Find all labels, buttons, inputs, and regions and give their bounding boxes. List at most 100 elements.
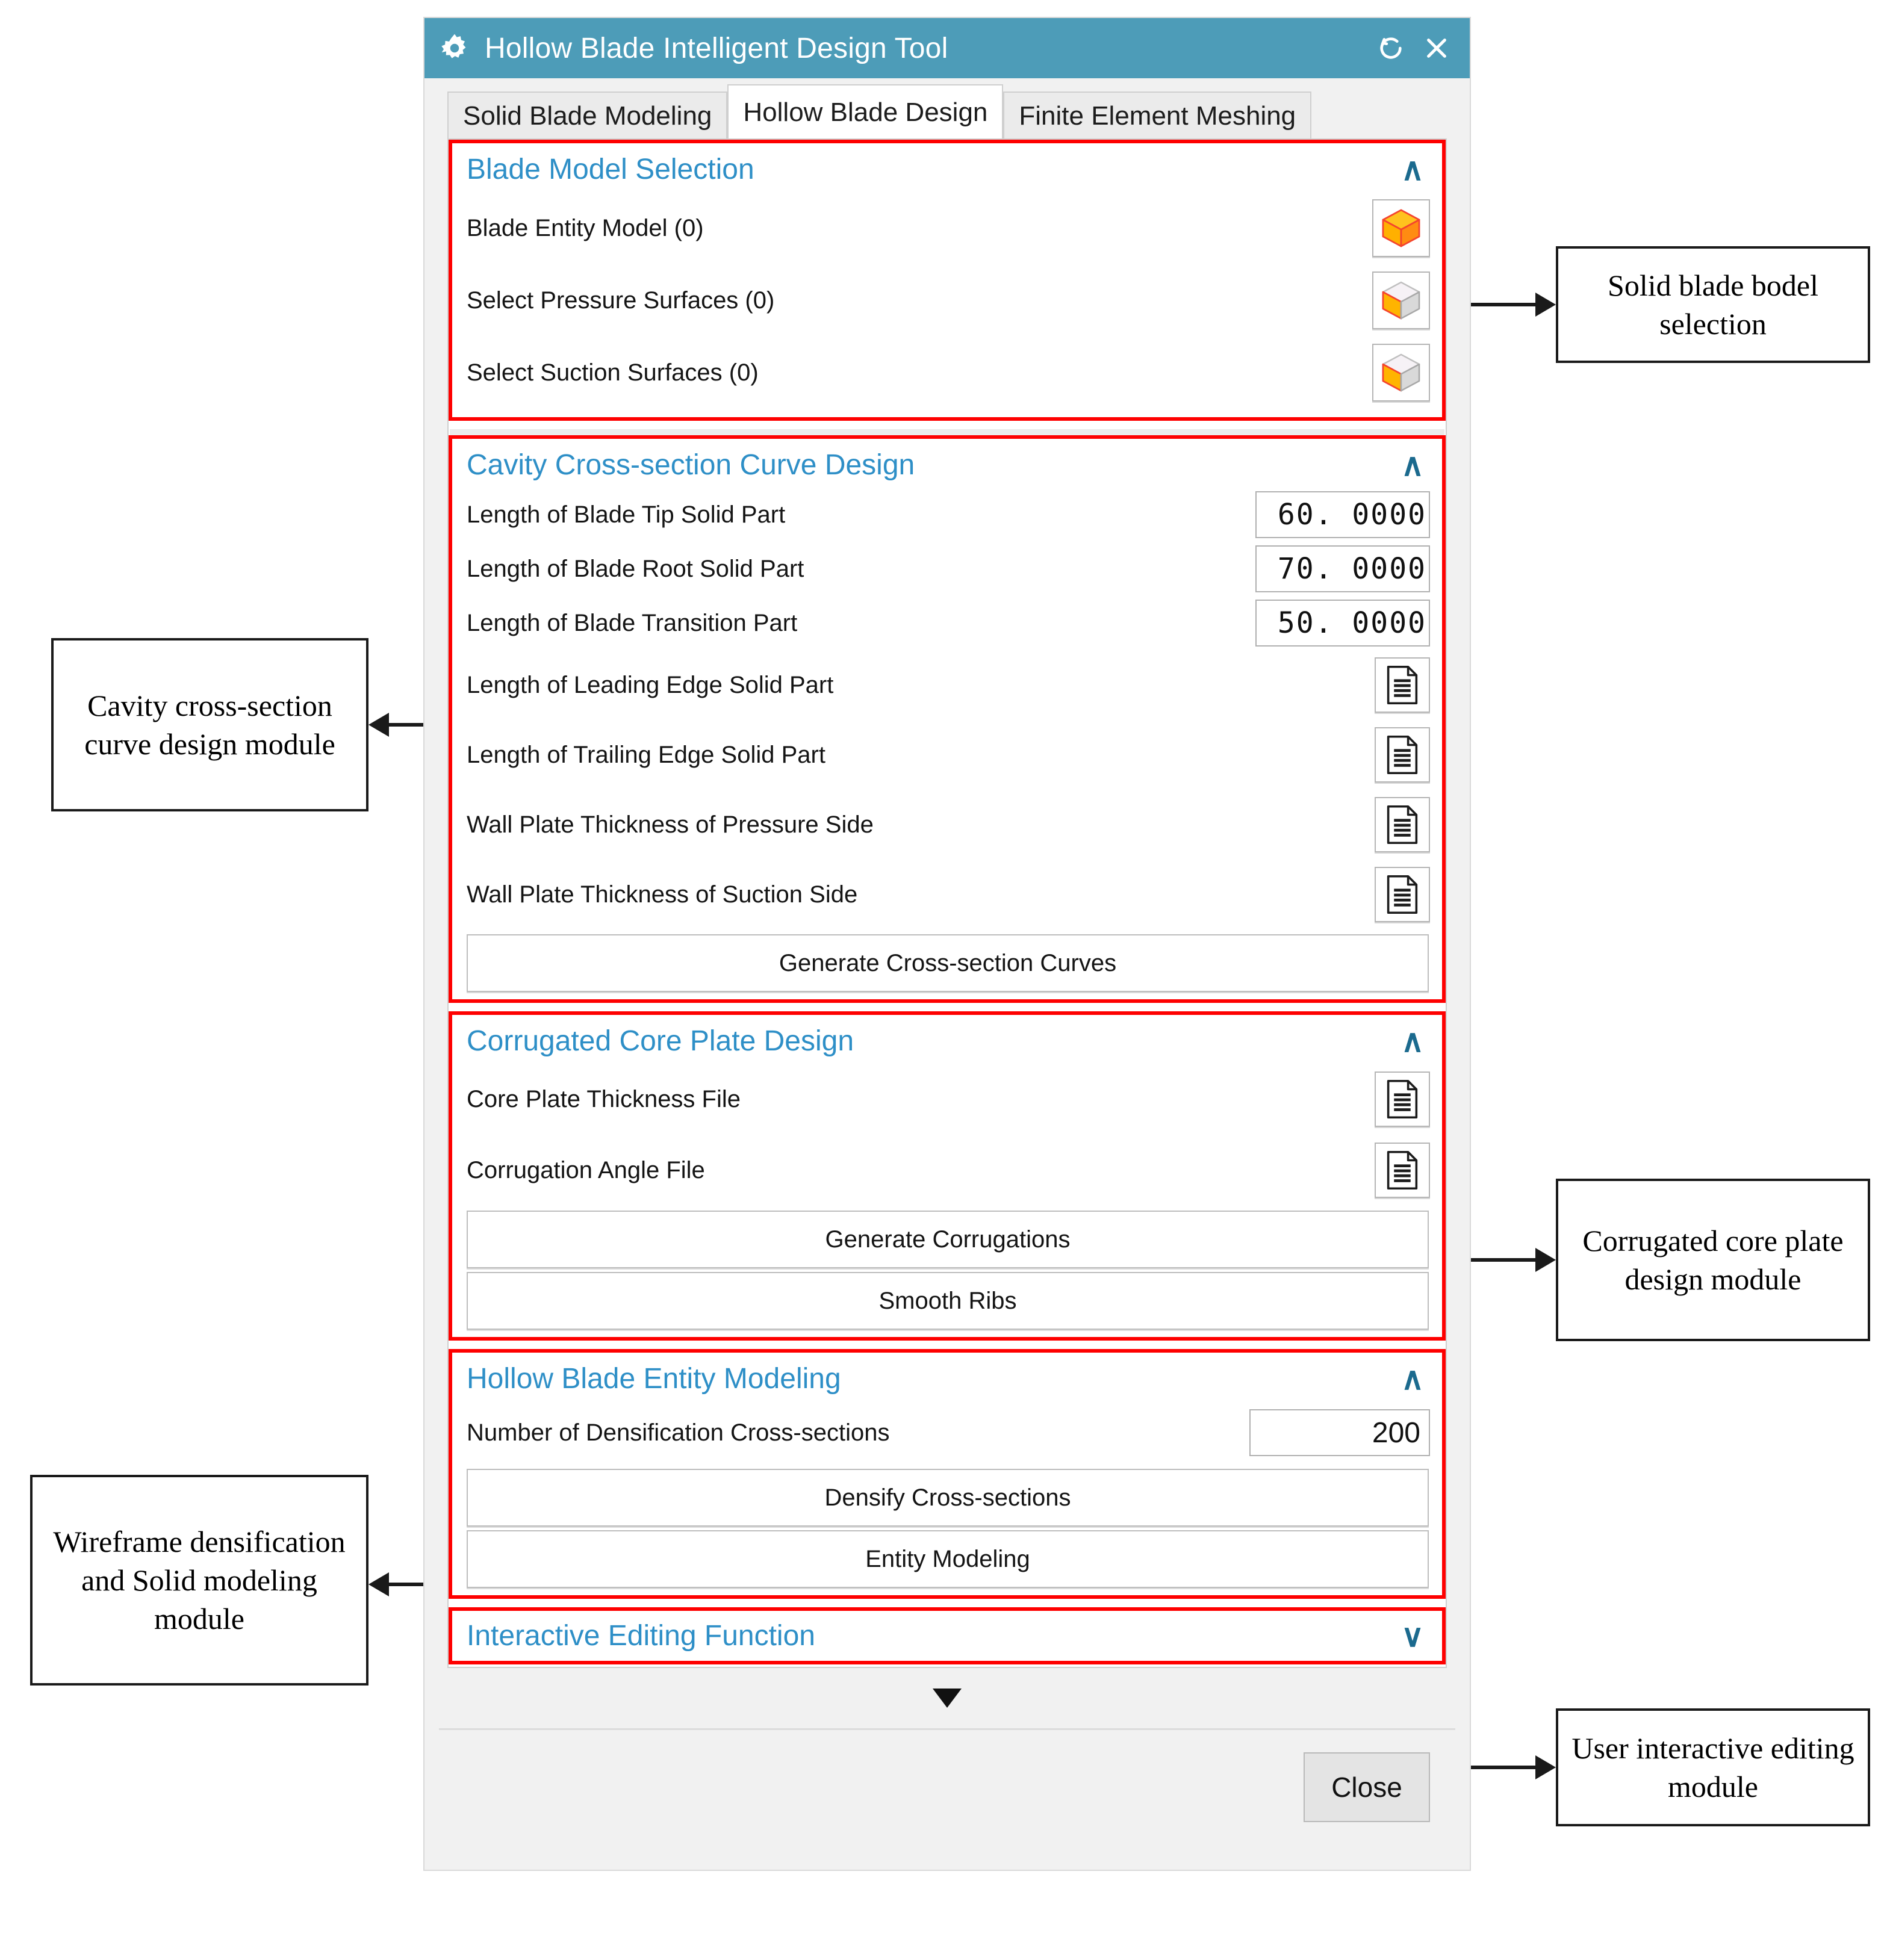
section-title: Corrugated Core Plate Design [467, 1025, 854, 1057]
select-pressure-surfaces-picker-button[interactable] [1372, 271, 1430, 329]
close-icon[interactable] [1423, 34, 1450, 62]
row-wall-plate-thickness-of-suction-side: Wall Plate Thickness of Suction Side [452, 860, 1442, 929]
densify-cross-sections-button[interactable]: Densify Cross-sections [467, 1469, 1429, 1527]
chevron-up-icon[interactable]: ∧ [1400, 447, 1424, 483]
row-label: Core Plate Thickness File [467, 1085, 741, 1112]
row-length-of-leading-edge-solid-part: Length of Leading Edge Solid Part [452, 650, 1442, 720]
blade-entity-model-picker-button[interactable] [1372, 199, 1430, 257]
window-controls [1377, 34, 1450, 62]
section-header[interactable]: Hollow Blade Entity Modeling ∧ [452, 1353, 1442, 1401]
section-title: Blade Model Selection [467, 154, 754, 185]
refresh-icon[interactable] [1377, 34, 1405, 62]
suction-side-thickness-file-button[interactable] [1375, 867, 1430, 922]
application-window: Hollow Blade Intelligent Design Tool Sol… [423, 17, 1471, 1871]
cube-solid-icon [1382, 209, 1420, 247]
annotation-text: Solid blade bodel selection [1608, 268, 1818, 341]
close-button[interactable]: Close [1304, 1752, 1430, 1822]
row-wall-plate-thickness-of-pressure-side: Wall Plate Thickness of Pressure Side [452, 790, 1442, 860]
file-icon [1387, 805, 1418, 845]
row-corrugation-angle-file: Corrugation Angle File [452, 1135, 1442, 1206]
row-label: Length of Trailing Edge Solid Part [467, 741, 825, 768]
file-icon [1387, 875, 1418, 914]
annotation-arrowhead-4 [368, 1572, 389, 1596]
smooth-ribs-button[interactable]: Smooth Ribs [467, 1272, 1429, 1330]
annotation-arrowhead-1 [1535, 293, 1556, 317]
expand-more-button[interactable] [424, 1668, 1470, 1728]
file-icon [1387, 1150, 1418, 1190]
section-header[interactable]: Cavity Cross-section Curve Design ∧ [452, 439, 1442, 488]
row-label: Length of Leading Edge Solid Part [467, 671, 834, 698]
section-header[interactable]: Blade Model Selection ∧ [452, 143, 1442, 192]
row-length-of-blade-tip-solid-part: Length of Blade Tip Solid Part 60. 0000 [452, 488, 1442, 542]
corrugation-angle-file-button[interactable] [1375, 1143, 1430, 1198]
leading-edge-file-button[interactable] [1375, 657, 1430, 713]
row-label: Wall Plate Thickness of Suction Side [467, 881, 858, 908]
row-length-of-trailing-edge-solid-part: Length of Trailing Edge Solid Part [452, 720, 1442, 790]
annotation-corrugated-core-plate-design-module: Corrugated core plate design module [1556, 1179, 1870, 1341]
entity-modeling-button[interactable]: Entity Modeling [467, 1530, 1429, 1588]
section-hollow-blade-entity-modeling: Hollow Blade Entity Modeling ∧ Number of… [449, 1349, 1446, 1599]
row-label: Wall Plate Thickness of Pressure Side [467, 811, 874, 838]
row-label: Blade Entity Model (0) [467, 214, 704, 241]
annotation-user-interactive-editing-module: User interactive editing module [1556, 1708, 1870, 1826]
chevron-up-icon[interactable]: ∧ [1400, 152, 1424, 187]
row-blade-entity-model: Blade Entity Model (0) [452, 192, 1442, 264]
tab-label: Hollow Blade Design [743, 98, 988, 127]
tab-finite-element-meshing[interactable]: Finite Element Meshing [1003, 91, 1312, 138]
row-label: Select Pressure Surfaces (0) [467, 287, 775, 314]
section-cavity-cross-section-curve-design: Cavity Cross-section Curve Design ∧ Leng… [449, 435, 1446, 1003]
section-title: Interactive Editing Function [467, 1620, 815, 1652]
chevron-up-icon[interactable]: ∧ [1400, 1361, 1424, 1397]
annotation-text: Corrugated core plate design module [1582, 1224, 1844, 1296]
trailing-edge-file-button[interactable] [1375, 727, 1430, 783]
row-label: Length of Blade Transition Part [467, 609, 798, 636]
section-title: Cavity Cross-section Curve Design [467, 449, 915, 481]
footer-divider [439, 1728, 1455, 1730]
chevron-up-icon[interactable]: ∧ [1400, 1023, 1424, 1059]
core-plate-thickness-file-button[interactable] [1375, 1071, 1430, 1127]
row-length-of-blade-root-solid-part: Length of Blade Root Solid Part 70. 0000 [452, 542, 1442, 596]
row-core-plate-thickness-file: Core Plate Thickness File [452, 1064, 1442, 1135]
footer-bar: Close [424, 1730, 1470, 1844]
pressure-side-thickness-file-button[interactable] [1375, 797, 1430, 852]
panel-body: Blade Model Selection ∧ Blade Entity Mod… [447, 138, 1447, 1668]
section-header[interactable]: Interactive Editing Function ∨ [452, 1611, 1442, 1661]
chevron-down-icon[interactable]: ∨ [1400, 1618, 1424, 1654]
select-suction-surfaces-picker-button[interactable] [1372, 344, 1430, 402]
row-label: Number of Densification Cross-sections [467, 1419, 890, 1446]
row-select-pressure-surfaces: Select Pressure Surfaces (0) [452, 264, 1442, 336]
length-blade-root-input[interactable]: 70. 0000 [1255, 545, 1430, 592]
densification-cross-sections-input[interactable]: 200 [1249, 1409, 1430, 1456]
section-corrugated-core-plate-design: Corrugated Core Plate Design ∧ Core Plat… [449, 1011, 1446, 1341]
section-blade-model-selection: Blade Model Selection ∧ Blade Entity Mod… [449, 140, 1446, 421]
tab-solid-blade-modeling[interactable]: Solid Blade Modeling [447, 91, 728, 138]
length-blade-transition-input[interactable]: 50. 0000 [1255, 600, 1430, 647]
annotation-cavity-cross-section-curve-design-module: Cavity cross-section curve design module [51, 638, 368, 811]
row-length-of-blade-transition-part: Length of Blade Transition Part 50. 0000 [452, 596, 1442, 650]
tab-label: Solid Blade Modeling [463, 101, 712, 131]
row-select-suction-surfaces: Select Suction Surfaces (0) [452, 336, 1442, 409]
section-header[interactable]: Corrugated Core Plate Design ∧ [452, 1015, 1442, 1064]
length-blade-tip-input[interactable]: 60. 0000 [1255, 491, 1430, 538]
row-label: Length of Blade Root Solid Part [467, 555, 804, 582]
annotation-solid-blade-model-selection: Solid blade bodel selection [1556, 246, 1870, 363]
annotation-text: User interactive editing module [1571, 1731, 1854, 1803]
annotation-arrowhead-3 [1535, 1248, 1556, 1272]
section-divider [450, 429, 1444, 435]
annotation-arrow-3 [1453, 1258, 1535, 1262]
row-label: Length of Blade Tip Solid Part [467, 501, 786, 528]
annotation-arrow-1 [1453, 303, 1535, 306]
tab-bar: Solid Blade Modeling Hollow Blade Design… [424, 78, 1470, 138]
generate-corrugations-button[interactable]: Generate Corrugations [467, 1211, 1429, 1268]
section-interactive-editing-function: Interactive Editing Function ∨ [449, 1607, 1446, 1664]
tab-hollow-blade-design[interactable]: Hollow Blade Design [727, 84, 1004, 138]
annotation-wireframe-densification-solid-modeling-module: Wireframe densification and Solid modeli… [30, 1475, 368, 1686]
chevron-down-icon [933, 1689, 962, 1708]
cube-surface-icon [1382, 353, 1420, 392]
annotation-arrow-5 [1453, 1766, 1535, 1769]
title-bar: Hollow Blade Intelligent Design Tool [424, 18, 1470, 78]
generate-cross-section-curves-button[interactable]: Generate Cross-section Curves [467, 934, 1429, 992]
annotation-text: Cavity cross-section curve design module [84, 689, 335, 761]
row-label: Corrugation Angle File [467, 1156, 705, 1183]
annotation-text: Wireframe densification and Solid modeli… [53, 1525, 346, 1636]
